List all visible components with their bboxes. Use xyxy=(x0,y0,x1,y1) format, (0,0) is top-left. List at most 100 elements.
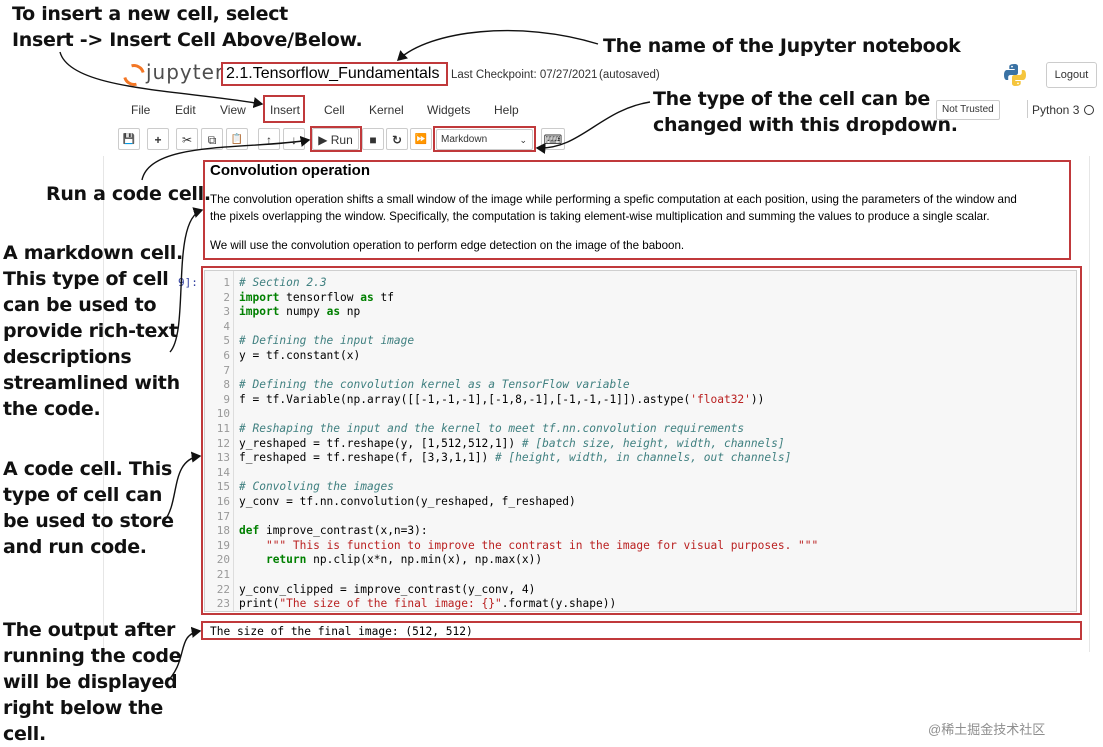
menubar: File Edit View Insert Cell Kernel Widget… xyxy=(118,95,1103,123)
line-number: 1 xyxy=(223,276,230,289)
code-token: 'float32' xyxy=(690,392,751,406)
menu-view[interactable]: View xyxy=(220,103,246,117)
arrow-down-icon: ↓ xyxy=(291,133,297,147)
jupyter-logo-text[interactable]: jupyter xyxy=(146,60,225,84)
highlight-cell-type-dropdown xyxy=(433,126,536,152)
code-token: numpy xyxy=(279,305,327,319)
line-number: 15 xyxy=(216,480,230,494)
keyboard-icon: ⌨ xyxy=(543,132,563,147)
arrow-cell-type xyxy=(535,101,651,154)
menu-cell[interactable]: Cell xyxy=(324,103,345,117)
insert-cell-button[interactable]: + xyxy=(147,128,169,150)
code-token: np xyxy=(340,305,361,319)
code-line: y_reshaped = tf.reshape(y, [1,512,512,1]… xyxy=(239,437,785,452)
annotation-cell-type: The type of the cell can be changed with… xyxy=(653,88,958,136)
code-line: # Section 2.3 xyxy=(239,276,327,291)
line-number: 2 xyxy=(223,290,230,304)
code-token: """ This is function to improve the cont… xyxy=(265,538,819,552)
markdown-paragraph-2: We will use the convolution operation to… xyxy=(210,239,685,252)
code-line: # Defining the convolution kernel as a T… xyxy=(239,378,630,393)
restart-button[interactable]: ↻ xyxy=(386,128,408,150)
code-line: f = tf.Variable(np.array([[-1,-1,-1],[-1… xyxy=(239,393,764,408)
last-checkpoint: Last Checkpoint: 07/27/2021 xyxy=(451,69,598,81)
markdown-paragraph-line-2: the pixels overlapping the window. Speci… xyxy=(210,210,990,223)
code-line: def improve_contrast(x,n=3): xyxy=(239,524,428,539)
code-token: import xyxy=(239,305,280,319)
code-token: as xyxy=(360,290,374,304)
highlight-code-cell xyxy=(201,266,1082,615)
copy-icon: ⧉ xyxy=(207,133,217,147)
menu-help[interactable]: Help xyxy=(494,103,519,117)
not-trusted-badge[interactable]: Not Trusted xyxy=(936,100,1000,120)
line-number: 18 xyxy=(216,524,230,538)
restart-icon: ↻ xyxy=(391,133,403,147)
highlight-insert-menu xyxy=(263,95,305,123)
code-token: y = tf.constant(x) xyxy=(239,349,361,362)
code-token: y_conv = tf.nn.convolution(y_reshaped, f… xyxy=(239,495,576,508)
autosave-status: (autosaved) xyxy=(599,69,660,81)
save-button[interactable]: 💾 xyxy=(118,128,140,150)
python-logo-icon xyxy=(1004,64,1026,86)
save-icon: 💾 xyxy=(122,134,136,145)
cell-type-dropdown[interactable]: Markdown ⌄ xyxy=(436,129,533,150)
code-token: y_conv_clipped = improve_contrast(y_conv… xyxy=(239,582,536,596)
code-line: y_conv_clipped = improve_contrast(y_conv… xyxy=(239,583,535,598)
code-line: # Convolving the images xyxy=(239,480,394,495)
code-cell-editor[interactable] xyxy=(204,270,1077,612)
copy-button[interactable]: ⧉ xyxy=(201,128,223,150)
code-line: # Defining the input image xyxy=(239,334,414,349)
code-token: # [batch size, height, width, channels] xyxy=(521,436,785,450)
markdown-heading: Convolution operation xyxy=(210,162,370,179)
arrow-notebook-name xyxy=(396,29,599,61)
code-line: return np.clip(x*n, np.min(x), np.max(x)… xyxy=(239,553,542,568)
code-token: # [height, width, in channels, out chann… xyxy=(494,451,792,465)
line-number: 19 xyxy=(216,538,230,552)
line-number: 20 xyxy=(216,553,230,567)
code-token: return xyxy=(265,553,307,567)
menu-file[interactable]: File xyxy=(131,103,151,117)
fast-forward-icon: ⏩ xyxy=(414,134,428,145)
annotation-markdown-cell: A markdown cell. This type of cell can b… xyxy=(3,242,183,420)
run-button[interactable]: ▶ Run xyxy=(312,128,359,150)
paste-icon: 📋 xyxy=(230,134,244,145)
paste-button[interactable]: 📋 xyxy=(226,128,248,150)
code-token: y_reshaped = tf.reshape(y, [1,512,512,1]… xyxy=(239,436,522,450)
code-token: "The size of the final image: {}" xyxy=(279,597,502,611)
line-number: 3 xyxy=(223,305,230,319)
plus-icon: + xyxy=(154,133,162,147)
notebook-title[interactable]: 2.1.Tensorflow_Fundamentals xyxy=(226,65,440,82)
line-number: 12 xyxy=(216,436,230,450)
line-number: 10 xyxy=(216,407,230,421)
line-number: 4 xyxy=(223,319,230,333)
highlight-notebook-title xyxy=(221,62,448,86)
menu-widgets[interactable]: Widgets xyxy=(427,103,471,117)
menu-edit[interactable]: Edit xyxy=(175,103,196,117)
menu-kernel[interactable]: Kernel xyxy=(369,103,404,117)
code-line: f_reshaped = tf.reshape(f, [3,3,1,1]) # … xyxy=(239,451,791,466)
interrupt-button[interactable]: ■ xyxy=(362,128,384,150)
restart-run-all-button[interactable]: ⏩ xyxy=(410,128,432,150)
code-line: print("The size of the final image: {}".… xyxy=(239,597,616,612)
code-token: import xyxy=(239,290,280,304)
highlight-markdown-cell xyxy=(203,160,1071,260)
code-line: # Reshaping the input and the kernel to … xyxy=(239,422,744,437)
code-gutter-divider xyxy=(233,271,234,611)
kernel-name[interactable]: Python 3 xyxy=(1032,103,1080,117)
arrow-run-cell xyxy=(141,135,311,181)
kernel-status-icon xyxy=(1084,105,1094,115)
cell-output: The size of the final image: (512, 512) xyxy=(210,625,473,638)
logout-button[interactable]: Logout xyxy=(1046,62,1097,88)
code-line: y_conv = tf.nn.convolution(y_reshaped, f… xyxy=(239,495,576,510)
cell-type-value: Markdown xyxy=(441,134,488,145)
line-number: 13 xyxy=(216,451,230,465)
code-line: """ This is function to improve the cont… xyxy=(239,539,818,554)
code-token: f_reshaped = tf.reshape(f, [3,3,1,1]) xyxy=(239,451,495,465)
annotation-insert-cell: To insert a new cell, select Insert -> I… xyxy=(12,3,363,51)
line-number: 14 xyxy=(216,465,230,479)
code-token: def xyxy=(239,524,260,538)
code-token: .format(y.shape)) xyxy=(501,597,617,611)
cut-button[interactable]: ✂ xyxy=(176,128,198,150)
menu-insert[interactable]: Insert xyxy=(270,103,301,117)
annotation-notebook-name: The name of the Jupyter notebook xyxy=(603,35,961,57)
